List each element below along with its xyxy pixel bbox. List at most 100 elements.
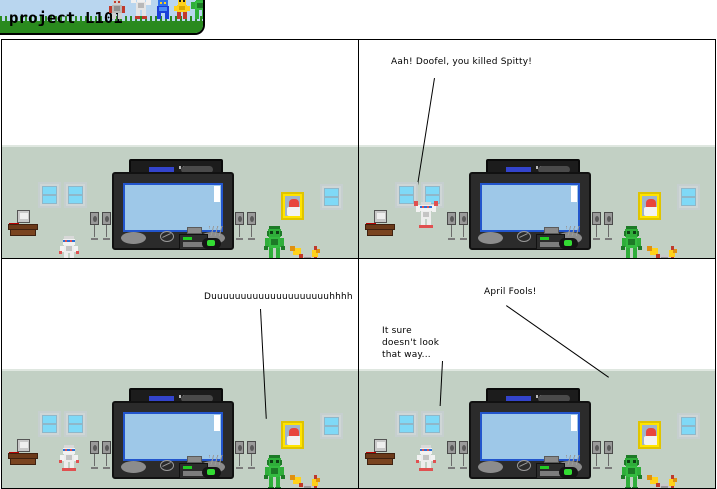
television <box>112 172 234 250</box>
speaker-pole <box>94 225 95 237</box>
window-pane <box>42 415 57 424</box>
speaker <box>235 441 244 469</box>
speaker-foot <box>248 238 255 240</box>
speaker-pole <box>608 225 609 237</box>
window <box>320 413 343 439</box>
title-banner: project L101 <box>0 0 205 35</box>
speaker-pole <box>94 454 95 466</box>
speaker-pole <box>596 225 597 237</box>
console-cartridge <box>544 227 559 234</box>
white-robot <box>415 445 437 471</box>
tv-screen <box>123 412 223 461</box>
window-pane <box>425 424 440 433</box>
speaker <box>459 441 468 469</box>
speaker-pole <box>463 225 464 237</box>
window <box>64 182 87 208</box>
game-controller[interactable] <box>202 467 221 478</box>
window <box>64 411 87 437</box>
speaker-box <box>447 212 456 225</box>
comic-panel-2: Aah! Doofel, you killed Spitty! <box>358 39 716 259</box>
window <box>677 413 700 439</box>
tv-screen <box>480 412 580 461</box>
portrait-frame <box>638 421 661 449</box>
speaker <box>90 441 99 469</box>
controller-cable <box>566 455 580 465</box>
window-pane <box>681 426 696 435</box>
television <box>469 172 591 250</box>
speaker-foot <box>605 238 612 240</box>
desk-computer <box>365 439 395 465</box>
speaker-box <box>235 441 244 454</box>
window-pane <box>68 415 83 424</box>
window-pane <box>68 186 83 195</box>
speaker <box>447 212 456 240</box>
speaker-foot <box>103 238 110 240</box>
speaker-pole <box>596 454 597 466</box>
portrait-image <box>285 425 300 445</box>
window-pane <box>425 195 440 204</box>
speaker-pole <box>239 454 240 466</box>
speaker-pole <box>451 454 452 466</box>
monitor-icon <box>17 210 30 223</box>
speaker-foot <box>460 238 467 240</box>
comic-panel-1 <box>1 39 359 259</box>
tv-screen <box>123 183 223 232</box>
yellow-robot-sprite <box>172 0 192 23</box>
fallen-yellow-robot <box>290 245 324 258</box>
desk-body <box>367 458 393 465</box>
controller-cable <box>209 455 223 465</box>
banner-grass <box>0 16 203 33</box>
fallen-yellow-robot <box>647 245 681 258</box>
speaker-pole <box>106 225 107 237</box>
speaker-pole <box>106 454 107 466</box>
game-controller[interactable] <box>202 238 221 249</box>
vcr-indicator <box>179 395 189 398</box>
speaker-box <box>592 212 601 225</box>
portrait-frame <box>281 192 304 220</box>
console-cartridge <box>187 456 202 463</box>
vcr <box>129 388 223 405</box>
game-controller[interactable] <box>559 467 578 478</box>
speaker-pole <box>239 225 240 237</box>
window-pane <box>681 188 696 197</box>
speaker-box <box>102 441 111 454</box>
green-robot <box>621 226 643 258</box>
television <box>469 401 591 479</box>
speaker <box>247 441 256 469</box>
game-console[interactable] <box>536 463 565 479</box>
window-pane <box>425 186 440 195</box>
speaker-box <box>459 212 468 225</box>
tv-speaker-left <box>478 461 503 473</box>
white-robot <box>58 236 80 258</box>
green-robot <box>264 226 286 258</box>
window <box>421 182 444 208</box>
speech-text: It sure doesn't look that way... <box>382 326 440 360</box>
speaker-box <box>447 441 456 454</box>
game-console[interactable] <box>536 234 565 250</box>
window-pane <box>324 426 339 435</box>
speaker-pole <box>463 454 464 466</box>
speaker-foot <box>103 467 110 469</box>
tv-logo <box>160 231 174 242</box>
speaker-box <box>235 212 244 225</box>
window <box>395 411 418 437</box>
portrait-image <box>642 196 657 216</box>
speech-text: Duuuuuuuuuuuuuuuuuuuuhhhh <box>204 292 353 302</box>
monitor-icon <box>17 439 30 452</box>
portrait-image <box>285 196 300 216</box>
speaker-foot <box>248 467 255 469</box>
speaker <box>90 212 99 240</box>
window-pane <box>68 195 83 204</box>
game-console[interactable] <box>179 463 208 479</box>
console-cartridge <box>544 456 559 463</box>
desk-body <box>367 229 393 236</box>
tv-logo <box>160 460 174 471</box>
desk-computer <box>8 439 38 465</box>
window <box>395 182 418 208</box>
vcr-indicator <box>179 166 189 169</box>
speaker <box>102 212 111 240</box>
speaker-box <box>459 441 468 454</box>
speech-text: Aah! Doofel, you killed Spitty! <box>391 57 533 67</box>
game-controller[interactable] <box>559 238 578 249</box>
speaker-foot <box>236 467 243 469</box>
